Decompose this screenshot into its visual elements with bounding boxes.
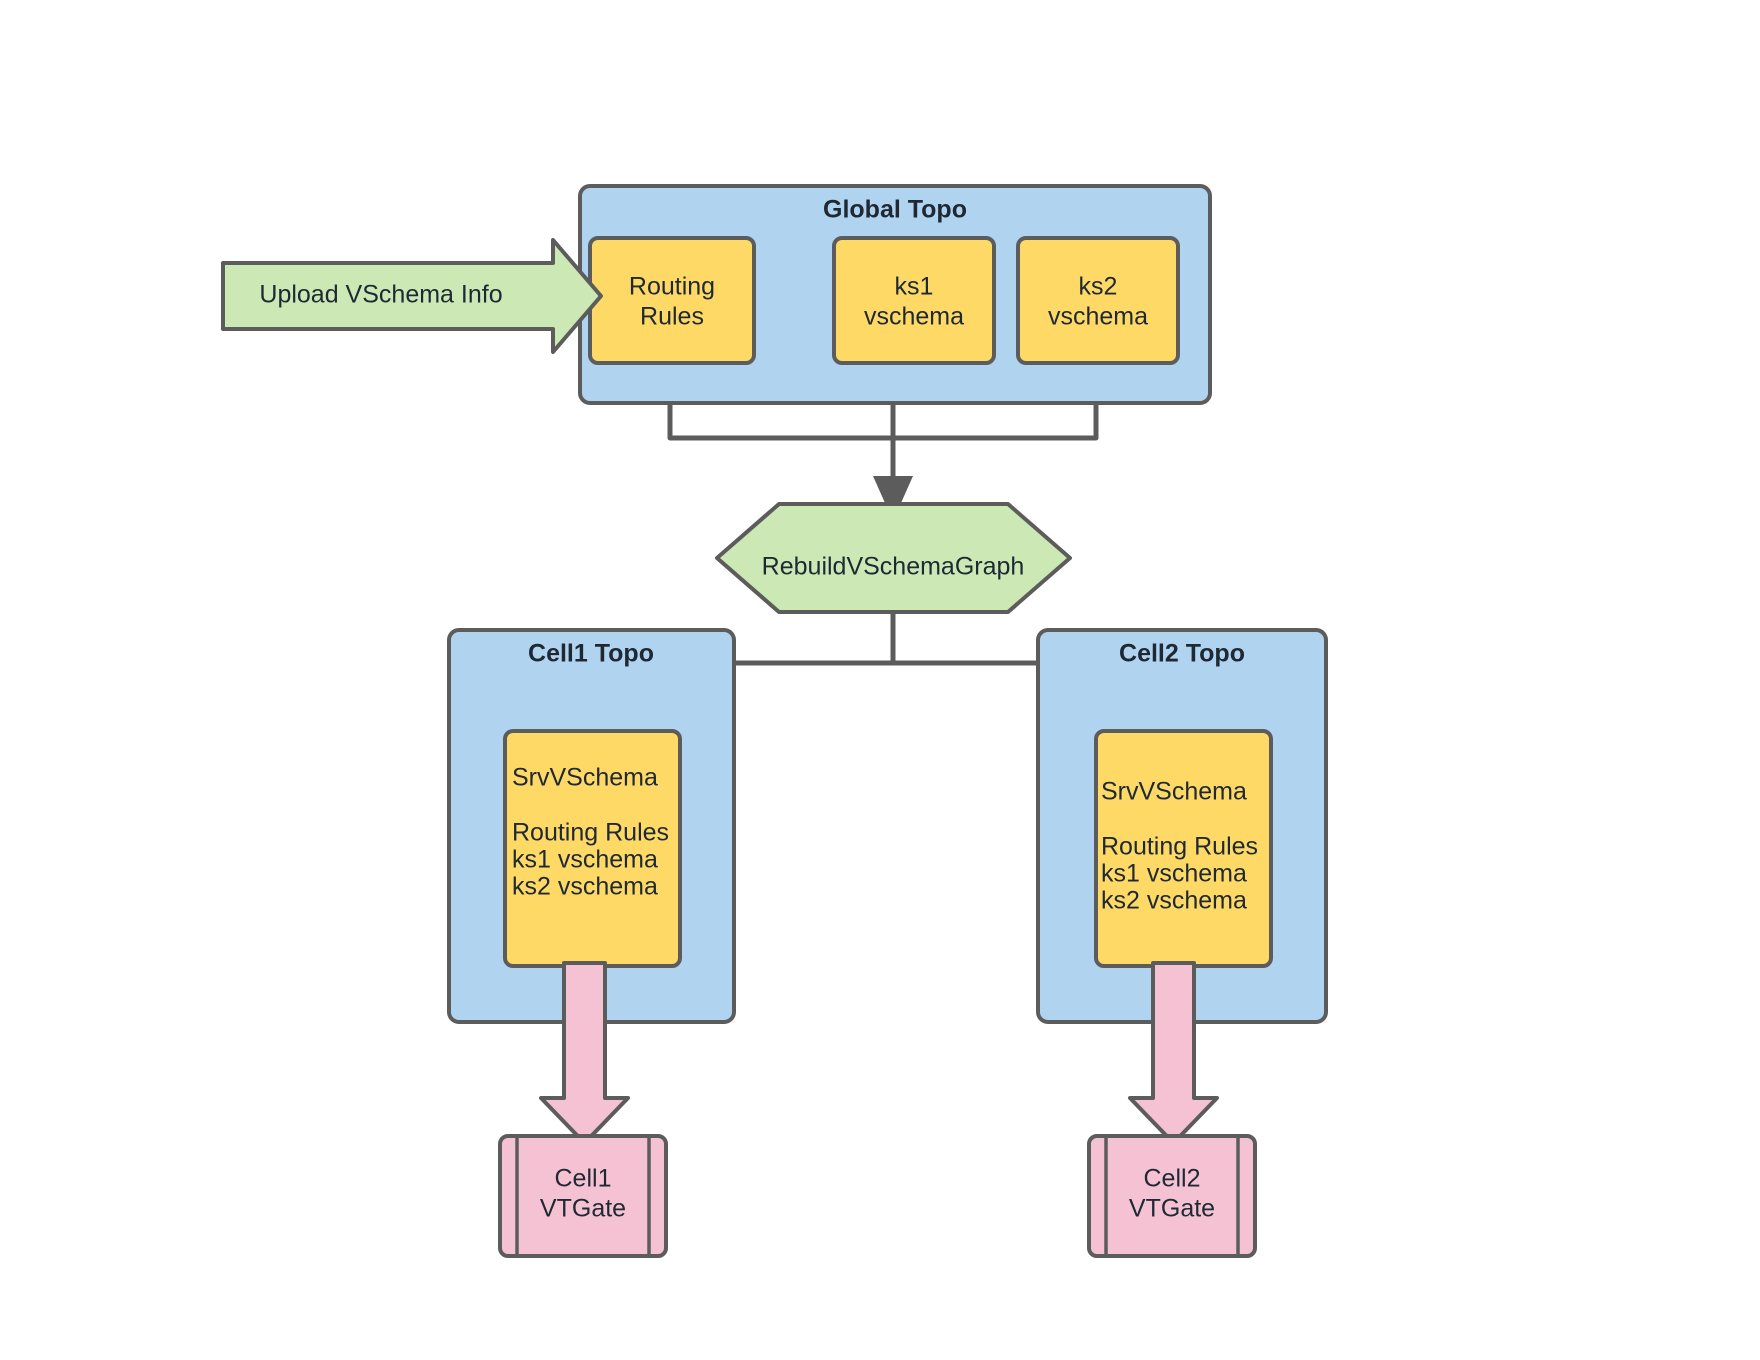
ks1-vschema-box[interactable] <box>832 236 996 365</box>
cell1-topo-label: Cell1 Topo <box>528 640 654 668</box>
edge-cell2-srvvschema-to-vtgate <box>1128 961 1219 1145</box>
cell1-vtgate-block-arrow <box>539 961 630 1145</box>
ks2-vschema-box[interactable] <box>1016 236 1180 365</box>
edge-cell1-srvvschema-to-vtgate <box>539 961 630 1145</box>
cell2-vtgate-line2: VTGate <box>1129 1195 1215 1223</box>
cell1-srvvschema-ks1: ks1 vschema <box>512 846 658 874</box>
node-cell1-vtgate[interactable]: Cell1 VTGate <box>498 1134 668 1258</box>
container-cell2-topo[interactable]: Cell2 Topo SrvVSchema Routing Rules ks1 … <box>1036 628 1328 1024</box>
node-routing-rules[interactable]: Routing Rules <box>588 236 756 365</box>
routing-rules-line2: Rules <box>640 303 704 331</box>
ks2-vschema-line1: ks2 <box>1079 273 1118 301</box>
cell1-vtgate-line2: VTGate <box>540 1195 626 1223</box>
rebuild-vschema-graph-hexagon[interactable] <box>715 502 1072 614</box>
node-ks2-vschema[interactable]: ks2 vschema <box>1016 236 1180 365</box>
container-cell1-topo[interactable]: Cell1 Topo SrvVSchema Routing Rules ks1 … <box>447 628 736 1024</box>
rebuild-vschema-graph-label: RebuildVSchemaGraph <box>762 553 1025 581</box>
ks1-vschema-line2: vschema <box>864 303 964 331</box>
upload-vschema-info-label: Upload VSchema Info <box>259 281 502 309</box>
node-upload-vschema-info[interactable]: Upload VSchema Info <box>221 238 603 354</box>
cell1-vtgate-box[interactable] <box>498 1134 668 1258</box>
node-cell2-vtgate[interactable]: Cell2 VTGate <box>1087 1134 1257 1258</box>
node-ks1-vschema[interactable]: ks1 vschema <box>832 236 996 365</box>
global-topo-label: Global Topo <box>823 196 967 224</box>
cell1-srvvschema-routing-rules: Routing Rules <box>512 819 669 847</box>
cell2-vtgate-block-arrow <box>1128 961 1219 1145</box>
node-cell2-srvvschema[interactable]: SrvVSchema Routing Rules ks1 vschema ks2… <box>1094 729 1273 968</box>
cell2-vtgate-box[interactable] <box>1087 1134 1257 1258</box>
cell1-vtgate-line1: Cell1 <box>555 1165 612 1193</box>
cell2-vtgate-line1: Cell2 <box>1144 1165 1201 1193</box>
node-rebuild-vschema-graph[interactable]: RebuildVSchemaGraph <box>715 502 1072 614</box>
ks2-vschema-line2: vschema <box>1048 303 1148 331</box>
cell2-srvvschema-routing-rules: Routing Rules <box>1101 833 1258 861</box>
cell1-srvvschema-title: SrvVSchema <box>512 764 658 792</box>
routing-rules-line1: Routing <box>629 273 715 301</box>
container-global-topo[interactable]: Global Topo Routing Rules ks1 vschema ks… <box>578 184 1212 405</box>
cell2-srvvschema-title: SrvVSchema <box>1101 778 1247 806</box>
cell2-srvvschema-ks2: ks2 vschema <box>1101 887 1247 915</box>
cell2-srvvschema-ks1: ks1 vschema <box>1101 860 1247 888</box>
upload-vschema-info-arrow-shape[interactable] <box>221 238 603 354</box>
cell2-topo-label: Cell2 Topo <box>1119 640 1245 668</box>
node-cell1-srvvschema[interactable]: SrvVSchema Routing Rules ks1 vschema ks2… <box>503 729 682 968</box>
cell1-srvvschema-ks2: ks2 vschema <box>512 873 658 901</box>
ks1-vschema-line1: ks1 <box>895 273 934 301</box>
